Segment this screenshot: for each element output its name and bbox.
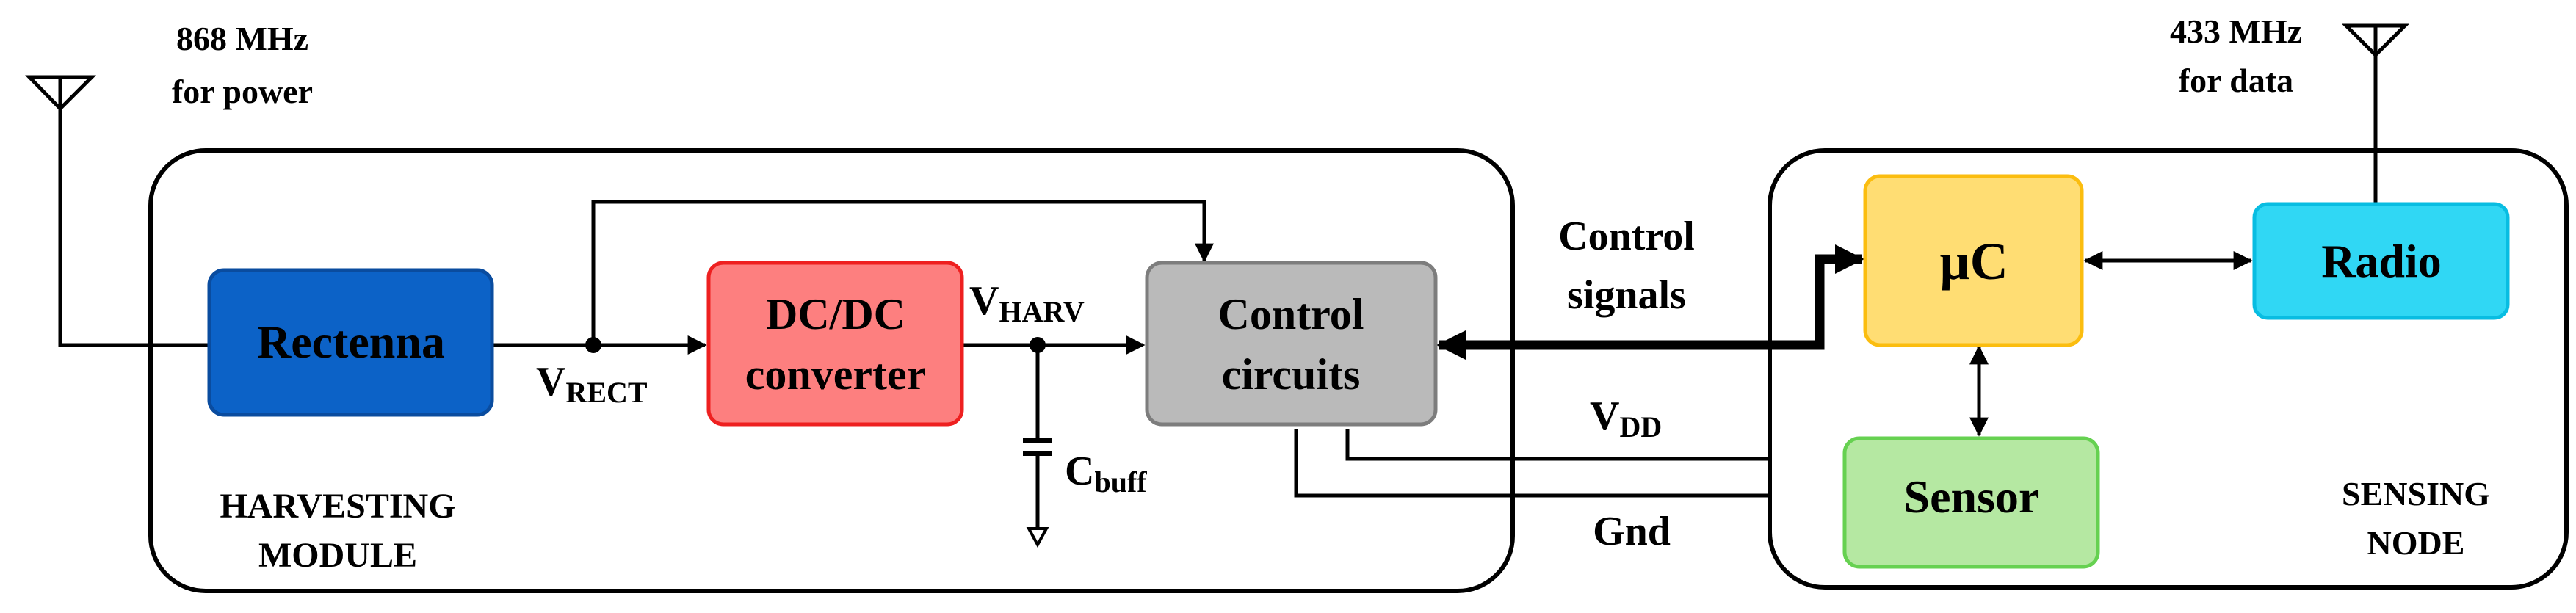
data-antenna-icon bbox=[2341, 23, 2410, 204]
dcdc-label-line2: converter bbox=[745, 350, 927, 399]
power-antenna-purpose: for power bbox=[172, 73, 313, 110]
control-label-line1: Control bbox=[1218, 290, 1364, 338]
sensor-block: Sensor bbox=[1842, 436, 2100, 569]
power-antenna-icon bbox=[25, 75, 97, 347]
control-label-line2: circuits bbox=[1222, 350, 1361, 399]
microcontroller-block: µC bbox=[1863, 174, 2084, 347]
sensor-label: Sensor bbox=[1904, 471, 2040, 523]
dcdc-label-line1: DC/DC bbox=[766, 290, 905, 338]
buffer-capacitor-icon bbox=[1023, 345, 1052, 548]
vrect-feedforward-wire bbox=[591, 200, 1214, 345]
vdd-wire bbox=[1345, 429, 1770, 461]
control-signals-bus bbox=[1436, 244, 1864, 360]
sensing-node-label-line2: NODE bbox=[2367, 524, 2465, 562]
control-signals-label-line1: Control bbox=[1558, 214, 1695, 259]
v-harv-label: VHARV bbox=[969, 278, 1085, 328]
harvesting-module-label-line1: HARVESTING bbox=[220, 487, 455, 526]
harvesting-module-frame bbox=[148, 148, 1515, 593]
dcdc-converter-block: DC/DC converter bbox=[706, 261, 964, 427]
vrect-junction-dot bbox=[585, 337, 601, 353]
uc-label: µC bbox=[1939, 232, 2008, 291]
sensing-node-label-line1: SENSING bbox=[2342, 475, 2490, 512]
control-circuits-block: Control circuits bbox=[1145, 261, 1438, 427]
gnd-label: Gnd bbox=[1593, 509, 1671, 554]
power-antenna-freq: 868 MHz bbox=[176, 20, 308, 57]
gnd-wire bbox=[1294, 429, 1770, 498]
c-buff-label: Cbuff bbox=[1065, 449, 1147, 498]
radio-block: Radio bbox=[2252, 202, 2510, 320]
v-rect-label: VRECT bbox=[536, 359, 648, 409]
vdd-label: VDD bbox=[1590, 393, 1662, 443]
control-signals-label-line2: signals bbox=[1567, 272, 1686, 318]
radio-label: Radio bbox=[2321, 235, 2442, 287]
harvesting-module-label-line2: MODULE bbox=[258, 536, 417, 575]
rectenna-block: Rectenna bbox=[207, 268, 494, 417]
rectenna-label: Rectenna bbox=[257, 316, 445, 368]
data-antenna-freq: 433 MHz bbox=[2170, 12, 2302, 50]
data-antenna-purpose: for data bbox=[2179, 62, 2293, 99]
sensing-node-frame bbox=[1768, 148, 2569, 590]
